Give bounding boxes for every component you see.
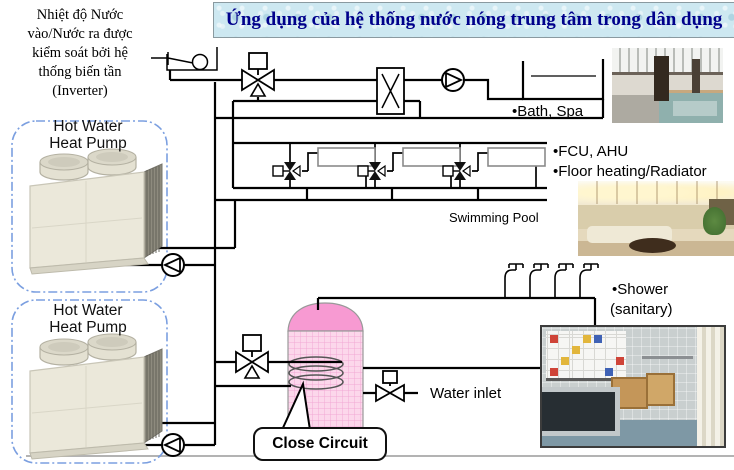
photo-glass-block-window	[545, 330, 626, 382]
heat-pump-1-label: Hot Water Heat Pump	[28, 118, 148, 152]
bath-spa-photo	[612, 48, 723, 123]
hp-label-line: Hot Water	[53, 302, 123, 319]
lounge-photo	[578, 181, 734, 256]
coil-icon	[288, 356, 344, 390]
note-line: kiểm soát bởi hệ	[32, 45, 128, 61]
tank-pipes	[215, 296, 597, 395]
photo-beams	[578, 181, 734, 204]
heat-pump-2-label: Hot Water Heat Pump	[28, 302, 148, 336]
heat-pump-unit-image	[29, 148, 163, 275]
photo-table	[629, 238, 677, 253]
photo-pool-highlight	[673, 100, 718, 116]
close-circuit-callout: Close Circuit	[253, 427, 387, 461]
fcu-unit	[317, 147, 376, 167]
heat-pump-1-box	[11, 120, 168, 293]
fcu-units	[317, 147, 546, 167]
note-line: vào/Nước ra được	[27, 26, 133, 42]
note-line: (Inverter)	[52, 83, 108, 99]
fcu-valve-icon	[272, 161, 301, 181]
shower-head-icon	[504, 263, 524, 299]
heat-pump-2-box	[11, 299, 168, 464]
shower-head-icon	[529, 263, 549, 299]
photo-bathtub	[542, 386, 620, 436]
hp-label-line: Heat Pump	[49, 319, 127, 336]
three-way-valve-icon	[241, 52, 275, 97]
three-way-valve-icon	[235, 334, 269, 379]
shower-label: •Shower	[612, 281, 669, 298]
water-inlet-label: Water inlet	[430, 385, 502, 402]
hp-label-line: Heat Pump	[49, 135, 127, 152]
water-inlet-valve-icon	[375, 370, 405, 402]
photo-pool	[658, 90, 723, 123]
hp-label-line: Hot Water	[53, 118, 123, 135]
photo-curtain	[696, 327, 724, 446]
floor-heating-label: •Floor heating/Radiator	[553, 163, 707, 180]
fcu-ahu-label: •FCU, AHU	[553, 143, 629, 160]
photo-pillar	[691, 58, 700, 93]
shower-room-photo	[540, 325, 726, 448]
heat-pump-unit-image	[29, 333, 163, 460]
bath-spa-label: •Bath, Spa	[512, 103, 584, 120]
pipes	[95, 59, 605, 447]
note-line: thống biến tần	[38, 64, 122, 80]
photo-wooden-tub	[645, 373, 675, 406]
shower-head-icon	[554, 263, 574, 299]
photo-ceiling	[578, 181, 734, 207]
photo-grab-bar	[642, 355, 694, 359]
photo-plant	[702, 206, 727, 235]
title-banner: Ứng dụng của hệ thống nước nóng trung tâ…	[213, 2, 734, 38]
float-tank-icon	[151, 47, 218, 71]
photo-pillar	[654, 55, 669, 101]
title-text: Ứng dụng của hệ thống nước nóng trung tâ…	[225, 9, 723, 30]
note-line: Nhiệt độ Nước	[36, 7, 124, 23]
sanitary-label: (sanitary)	[610, 301, 673, 318]
fcu-unit	[402, 147, 461, 167]
pump-icon	[161, 433, 185, 457]
shower-head-icon	[579, 263, 599, 299]
fcu-unit	[487, 147, 546, 167]
pump-icon	[161, 253, 185, 277]
heat-exchanger-icon	[376, 67, 405, 115]
inverter-note: Nhiệt độ Nước vào/Nước ra được kiểm soát…	[2, 6, 158, 101]
swimming-pool-label: Swimming Pool	[449, 210, 539, 225]
pump-icon	[441, 68, 465, 92]
photo-deck	[612, 94, 661, 123]
